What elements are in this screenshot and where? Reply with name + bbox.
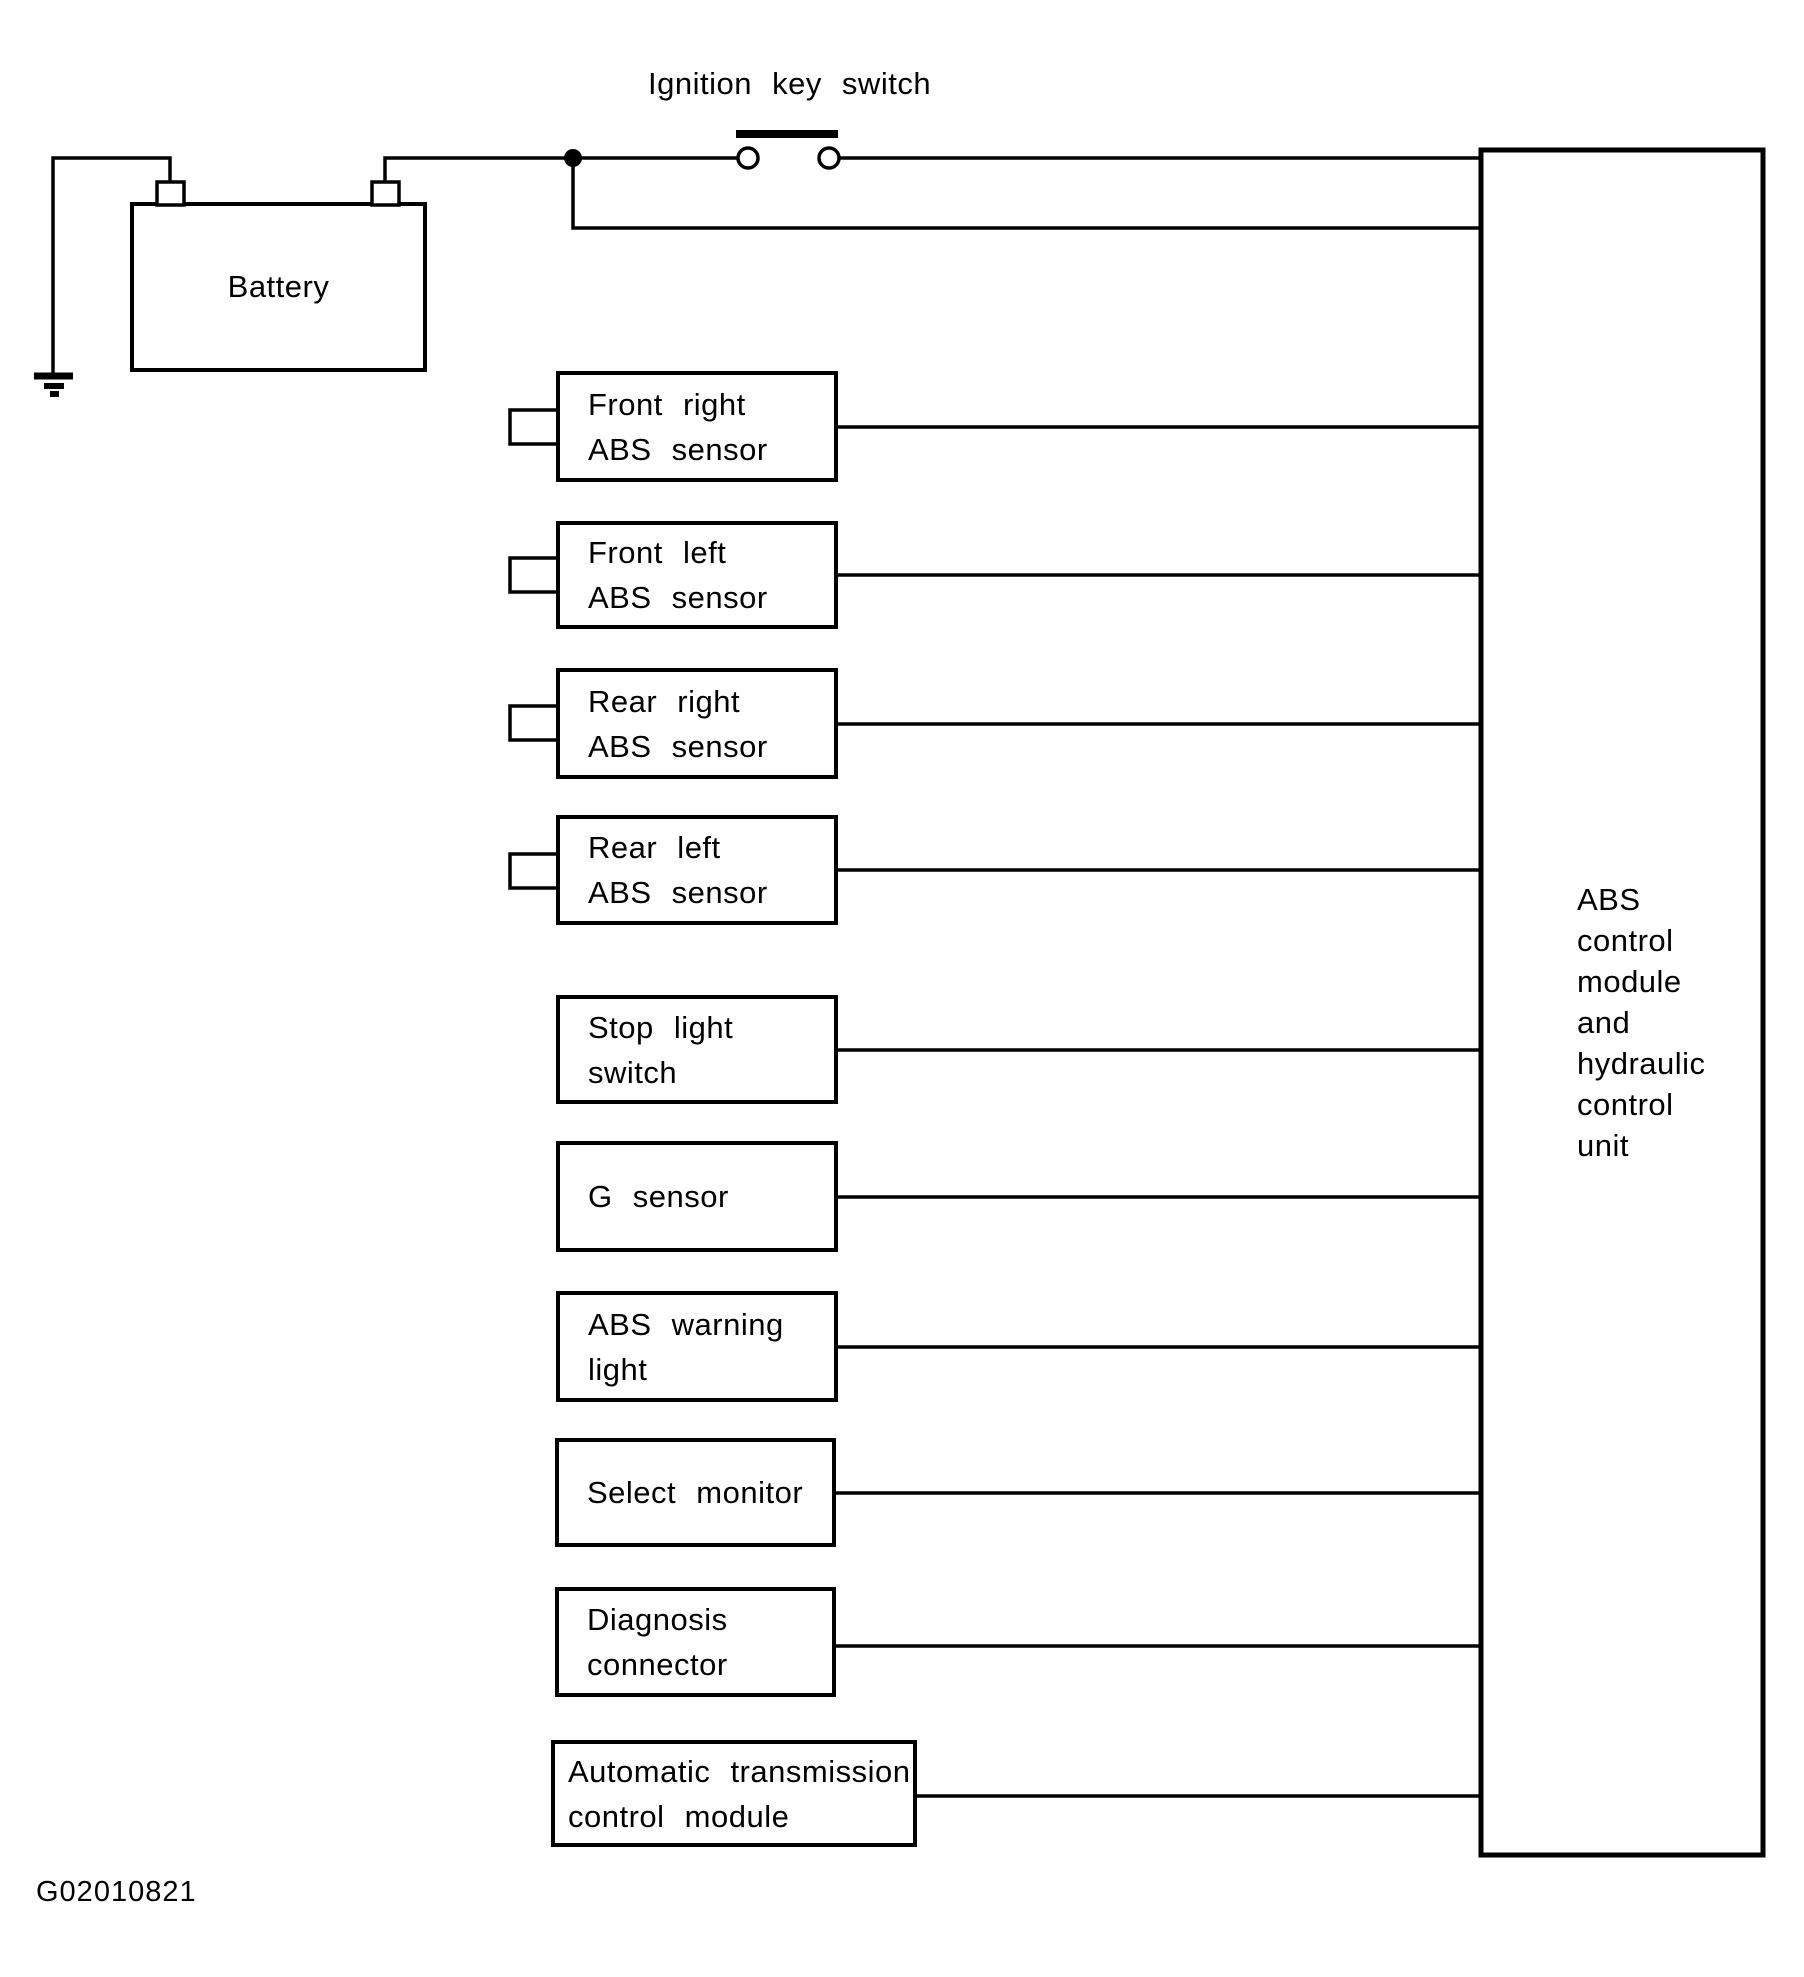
component-label-rear-right-abs-sensor: Rear right ABS sensor xyxy=(588,683,768,764)
rear-right-abs-sensor-box xyxy=(556,668,838,779)
component-label-front-right-abs-sensor: Front right ABS sensor xyxy=(588,386,768,467)
select-monitor-box xyxy=(555,1438,836,1547)
battery-terminal-positive xyxy=(370,180,401,207)
component-label-select-monitor: Select monitor xyxy=(587,1475,804,1510)
battery-terminal-negative xyxy=(155,180,186,207)
component-label-diagnosis-connector: Diagnosis connector xyxy=(587,1602,728,1682)
abs-control-unit-label: ABS control module and hydraulic control… xyxy=(1577,882,1706,1163)
g-sensor-box xyxy=(556,1141,838,1252)
component-label-stop-light-switch: Stop light switch xyxy=(588,1009,734,1090)
battery-label: Battery xyxy=(227,269,330,304)
battery-ground-wire xyxy=(51,156,172,376)
component-label-abs-warning-light: ABS warning light xyxy=(588,1306,784,1387)
abs-control-unit-box xyxy=(1478,147,1766,1858)
component-label-automatic-transmission-control-module: Automatic transmission control module xyxy=(568,1753,911,1834)
ignition-key-switch-label: Ignition key switch xyxy=(648,66,932,101)
component-label-g-sensor: G sensor xyxy=(588,1179,729,1214)
ground-icon xyxy=(34,372,73,397)
unswitched-power-wire xyxy=(571,158,1481,230)
rear-right-sensor-tab xyxy=(508,704,562,742)
abs-warning-light-box xyxy=(556,1291,838,1402)
diagnosis-connector-box xyxy=(555,1587,836,1697)
automatic-transmission-control-module-box xyxy=(551,1740,917,1847)
figure-code: G02010821 xyxy=(36,1876,197,1908)
battery-feed-wire xyxy=(383,156,739,182)
battery-box xyxy=(130,202,427,372)
ignition-switch-icon xyxy=(736,130,841,170)
rear-left-sensor-tab xyxy=(508,852,562,890)
component-label-front-left-abs-sensor: Front left ABS sensor xyxy=(588,535,768,615)
front-left-sensor-tab xyxy=(508,556,562,594)
rear-left-abs-sensor-box xyxy=(556,815,838,925)
component-label-rear-left-abs-sensor: Rear left ABS sensor xyxy=(588,830,768,910)
front-right-sensor-tab xyxy=(508,408,562,446)
front-left-abs-sensor-box xyxy=(556,521,838,629)
